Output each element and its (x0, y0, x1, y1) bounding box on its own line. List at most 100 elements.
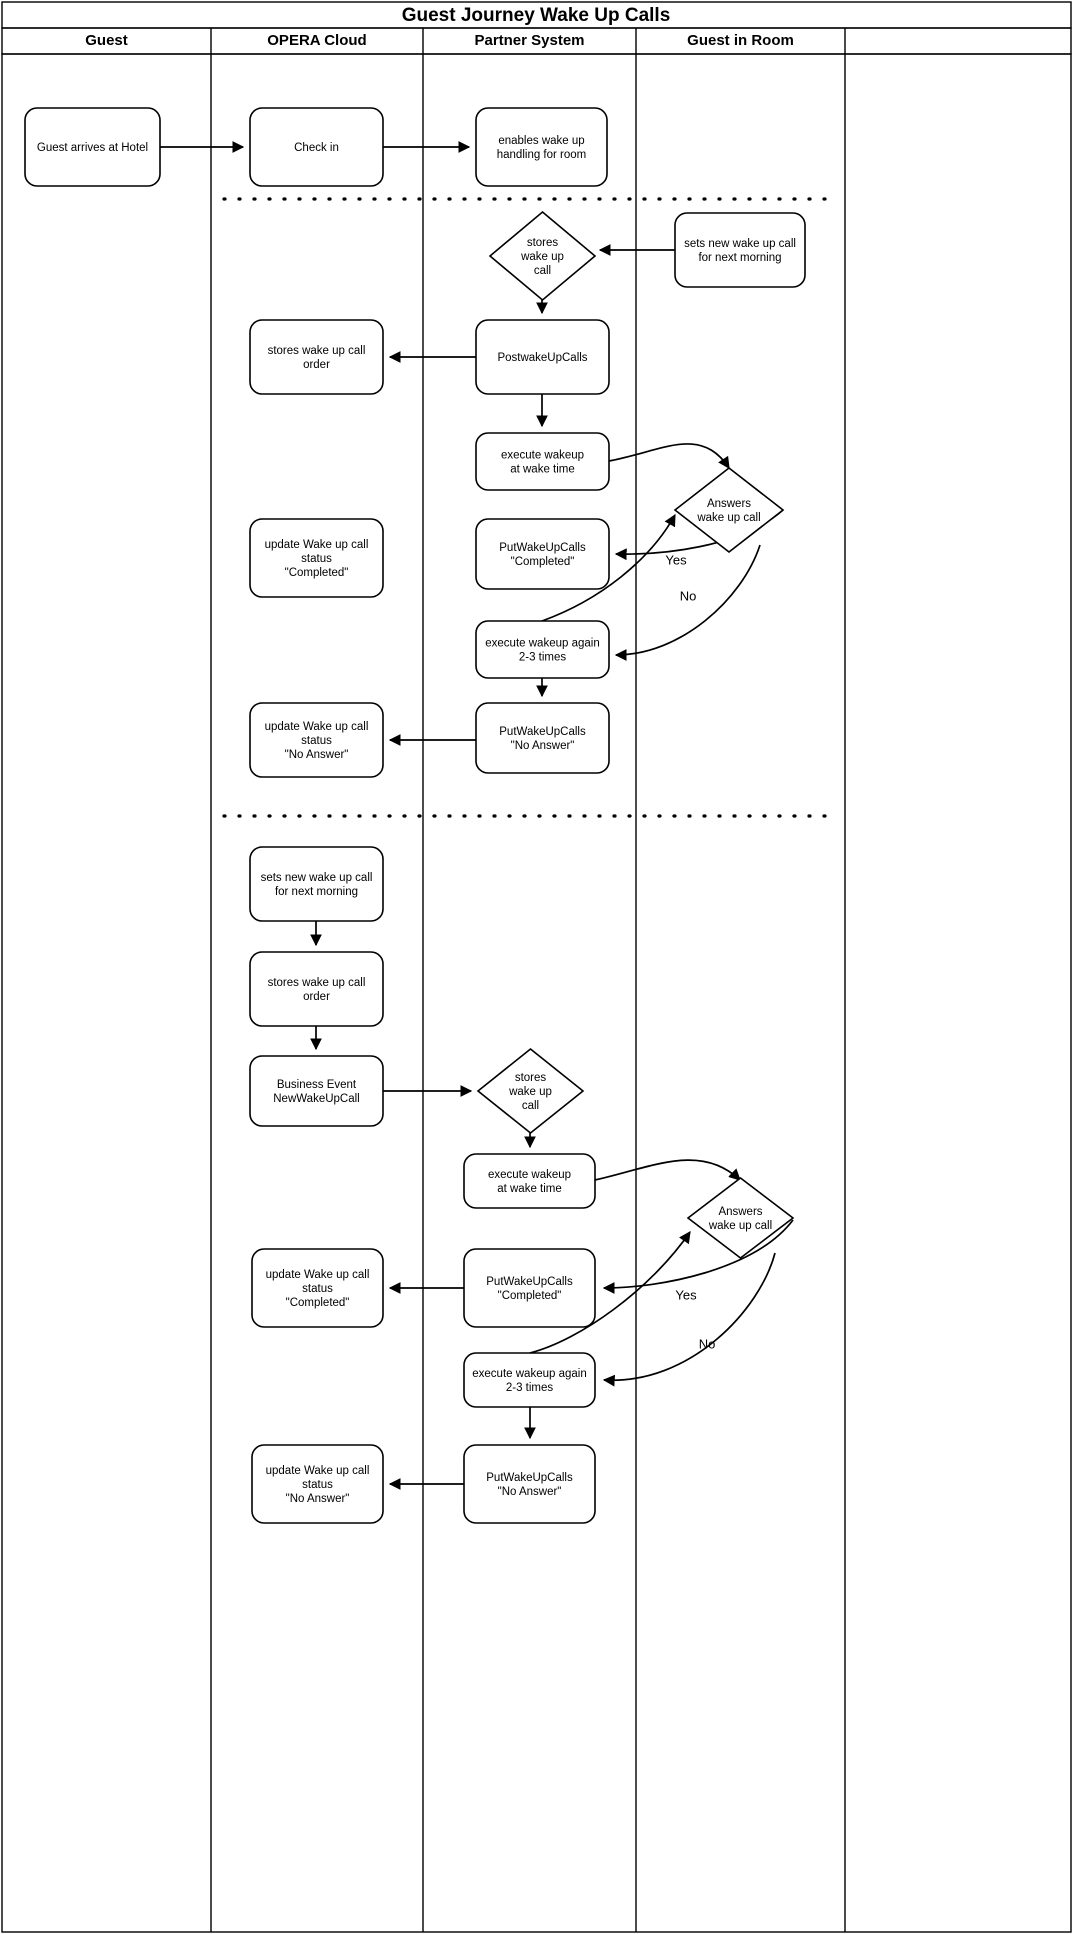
node-put-noanswer-2[interactable]: PutWakeUpCalls "No Answer" (463, 1444, 596, 1524)
node-label: handling for room (497, 149, 587, 161)
node-label: update Wake up call (265, 539, 369, 551)
edge-execute-wakeup-2-to-answers-2 (594, 1159, 741, 1181)
edge-label-yes-2: Yes (675, 1287, 697, 1302)
process-shape (249, 518, 384, 598)
process-shape (475, 518, 610, 590)
node-execute-wakeup-1[interactable]: execute wakeup at wake time (475, 432, 610, 491)
decision-shape (488, 210, 597, 302)
node-label: PostwakeUpCalls (497, 352, 587, 364)
process-shape (463, 1352, 596, 1408)
node-answers-2[interactable]: Answers wake up call (686, 1176, 795, 1260)
process-shape (475, 432, 610, 491)
process-shape (249, 702, 384, 778)
decision-shape (673, 466, 785, 554)
node-label: update Wake up call (265, 721, 369, 733)
edge-execute-again-1-to-answers-1 (541, 513, 676, 622)
process-shape (475, 702, 610, 774)
edges-layer (160, 141, 794, 1490)
node-execute-again-2[interactable]: execute wakeup again 2-3 times (463, 1352, 596, 1408)
edge-label-no-1: No (680, 588, 697, 603)
edge-execute-again-2-to-answers-2 (529, 1231, 691, 1354)
node-stores-order-1[interactable]: stores wake up call order (249, 319, 384, 395)
node-label: stores (527, 237, 559, 249)
process-shape (475, 107, 608, 187)
node-label: sets new wake up call (261, 872, 373, 884)
node-execute-wakeup-2[interactable]: execute wakeup at wake time (463, 1153, 596, 1209)
edge-execute-wakeup-1-to-answers-1 (608, 443, 730, 469)
node-label: for next morning (698, 252, 781, 264)
process-shape (249, 951, 384, 1027)
node-label: execute wakeup (501, 450, 584, 462)
node-label: order (303, 991, 330, 1003)
node-label: 2-3 times (506, 1382, 554, 1394)
nodes-layer: Guest arrives at Hotel Check in enables wa… (24, 107, 806, 1524)
node-label: "No Answer" (498, 1486, 562, 1498)
node-label: Business Event (277, 1079, 357, 1091)
node-label: status (301, 735, 332, 747)
process-shape (251, 1248, 384, 1328)
node-label: sets new wake up call (684, 238, 796, 250)
node-postwakeupcalls[interactable]: PostwakeUpCalls (475, 319, 610, 395)
decision-shape (476, 1047, 585, 1135)
process-shape (249, 1055, 384, 1127)
node-label: "No Answer" (511, 740, 575, 752)
node-label: status (301, 553, 332, 565)
node-label: PutWakeUpCalls (499, 542, 586, 554)
node-label: Answers (718, 1206, 762, 1218)
node-label: at wake time (510, 464, 575, 476)
process-shape (463, 1248, 596, 1328)
node-update-completed-1[interactable]: update Wake up call status "Completed" (249, 518, 384, 598)
node-sets-new-call-room[interactable]: sets new wake up call for next morning (674, 212, 806, 288)
node-put-completed-1[interactable]: PutWakeUpCalls"Completed" (475, 518, 610, 590)
process-shape (463, 1444, 596, 1524)
node-label: order (303, 359, 330, 371)
lane-dividers (210, 28, 846, 1932)
process-shape (674, 212, 806, 288)
process-shape (463, 1153, 596, 1209)
node-label: Check in (294, 142, 339, 154)
node-label: stores wake up call (268, 345, 366, 357)
node-label: "Completed" (285, 567, 349, 579)
process-shape (249, 319, 384, 395)
node-label: wake up call (708, 1220, 772, 1232)
node-put-noanswer-1[interactable]: PutWakeUpCalls"No Answer" (475, 702, 610, 774)
node-label: 2-3 times (519, 652, 567, 664)
edge-answers-2-to-put-completed-2 (602, 1219, 794, 1294)
node-label: PutWakeUpCalls (486, 1276, 573, 1288)
lane-header-guest: Guest (85, 32, 128, 49)
node-label: wake up call (696, 512, 760, 524)
process-shape (475, 620, 610, 679)
process-shape (475, 319, 610, 395)
node-label: wake up (520, 251, 564, 263)
edge-answers-2-to-execute-again-2 (602, 1252, 776, 1387)
node-label: stores (515, 1072, 547, 1084)
node-guest-arrives[interactable]: Guest arrives at Hotel (24, 107, 161, 187)
node-label: execute wakeup (488, 1169, 571, 1181)
node-label: at wake time (497, 1183, 562, 1195)
node-label: PutWakeUpCalls (486, 1472, 573, 1484)
node-label: "Completed" (498, 1290, 562, 1302)
lane-header-room: Guest in Room (687, 32, 794, 49)
process-shape (249, 846, 384, 922)
process-shape (251, 1444, 384, 1524)
node-enables-wakeup[interactable]: enables wake up handling for room (475, 107, 608, 187)
node-label: enables wake up (498, 135, 584, 147)
node-label: execute wakeup again (472, 1368, 586, 1380)
page-title: Guest Journey Wake Up Calls (402, 5, 671, 26)
node-put-completed-2[interactable]: PutWakeUpCalls "Completed" (463, 1248, 596, 1328)
node-check-in[interactable]: Check in (249, 107, 384, 187)
node-label: NewWakeUpCall (273, 1093, 360, 1105)
